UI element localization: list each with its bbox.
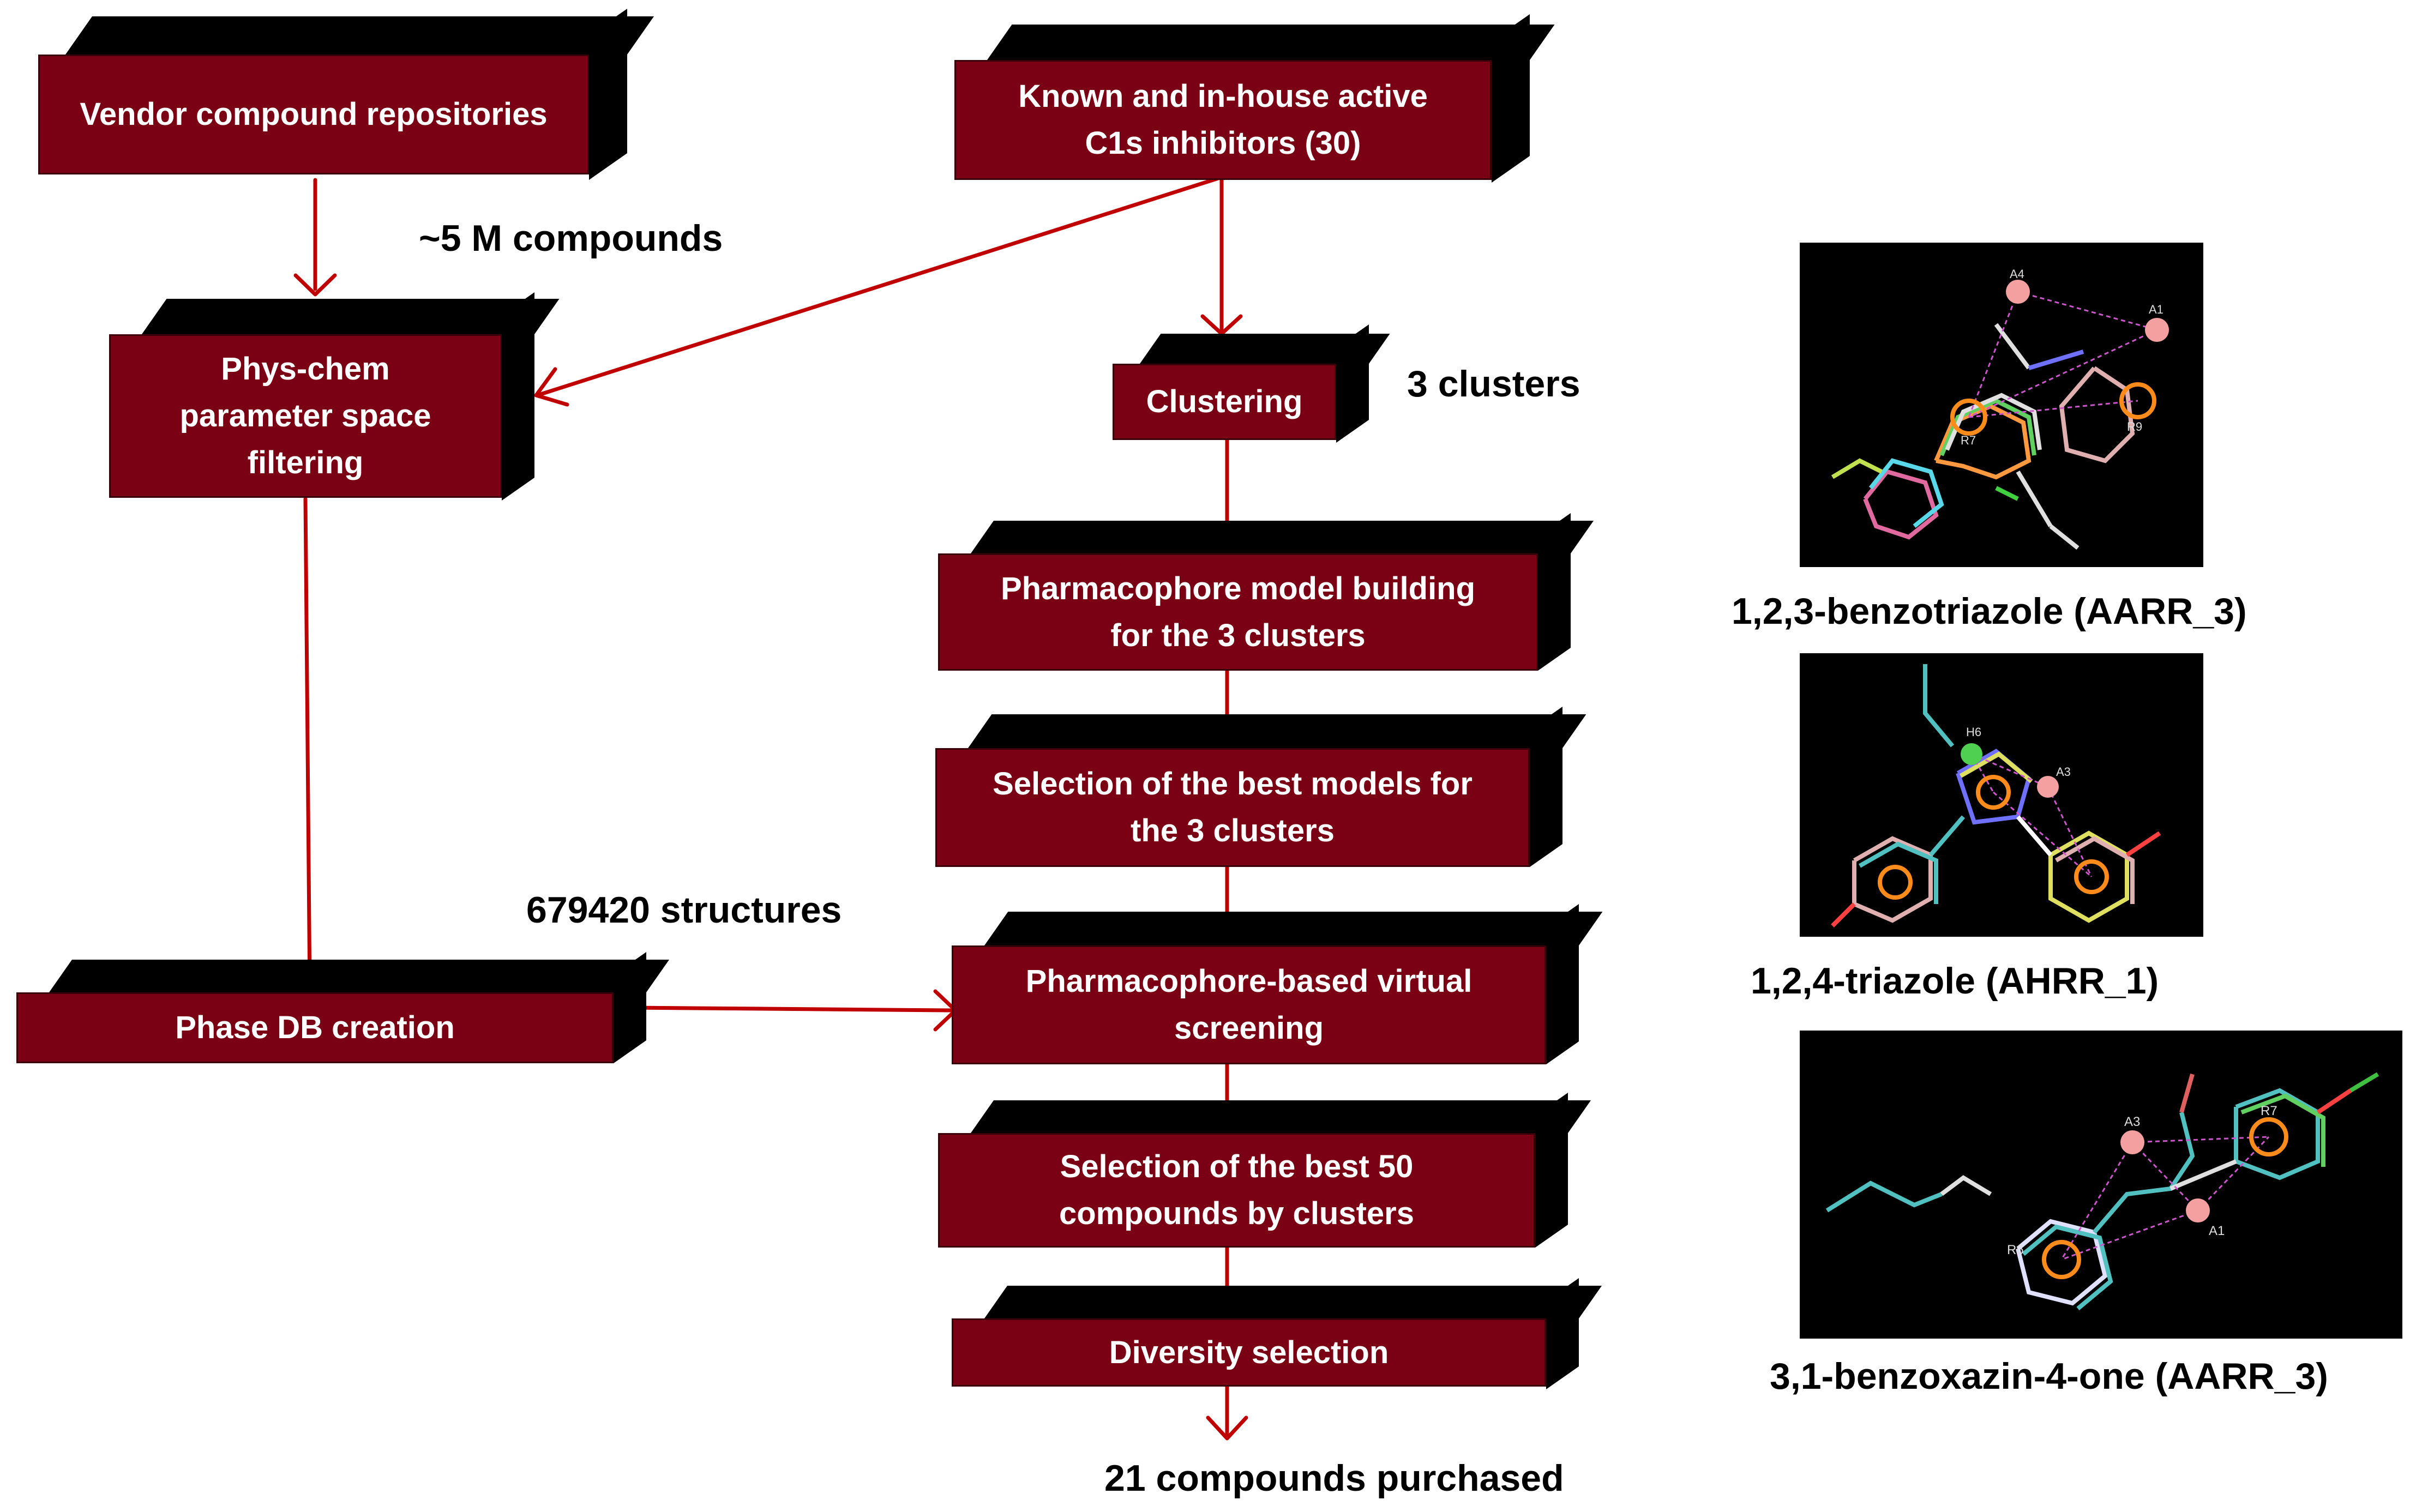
label-5m-compounds: ~5 M compounds — [419, 218, 723, 259]
physchem-label: Phys-chem parameter space filtering — [179, 351, 431, 480]
svg-text:R6: R6 — [2007, 1243, 2024, 1257]
svg-text:R9: R9 — [2127, 420, 2142, 433]
diversity-label: Diversity selection — [1109, 1334, 1389, 1370]
molecule-panel-benzotriazole: A4 A1 R7 R9 — [1800, 243, 2203, 567]
box-virtual-screening: Pharmacophore-based virtual screening — [952, 903, 1603, 1064]
box-phase-db: Phase DB creation — [16, 951, 670, 1063]
box-physchem-filtering: Phys-chem parameter space filtering — [109, 292, 560, 501]
clustering-label: Clustering — [1146, 384, 1303, 419]
phase-db-label: Phase DB creation — [175, 1010, 455, 1045]
svg-text:R7: R7 — [2261, 1104, 2277, 1118]
label-21-purchased: 21 compounds purchased — [1104, 1457, 1564, 1499]
molecule-image: A3 R7 R6 A1 — [1825, 1072, 2379, 1311]
selection-models-label: Selection of the best models for the 3 c… — [993, 766, 1473, 848]
box-clustering: Clustering — [1113, 324, 1390, 443]
arrow-phase-to-screening — [628, 1005, 954, 1013]
arrow-physchem-to-phase — [303, 497, 312, 992]
molecule-panel-benzoxazinone: A3 R7 R6 A1 — [1800, 1031, 2402, 1339]
svg-text:A3: A3 — [2056, 765, 2071, 779]
caption-benzoxazinone: 3,1-benzoxazin-4-one (AARR_3) — [1770, 1356, 2328, 1397]
svg-text:A4: A4 — [2010, 267, 2024, 281]
box-known-inhibitors: Known and in-house active C1s inhibitors… — [954, 14, 1555, 183]
svg-text:R7: R7 — [1961, 433, 1976, 447]
caption-benzotriazole: 1,2,3-benzotriazole (AARR_3) — [1732, 591, 2247, 632]
screening-label: Pharmacophore-based virtual screening — [1025, 963, 1473, 1046]
label-3-clusters: 3 clusters — [1407, 363, 1580, 405]
svg-text:A1: A1 — [2209, 1224, 2225, 1238]
label-679420-structures: 679420 structures — [526, 889, 842, 931]
vendor-label: Vendor compound repositories — [80, 97, 548, 132]
box-selection-50: Selection of the best 50 compounds by cl… — [938, 1092, 1591, 1248]
selection-50-label: Selection of the best 50 compounds by cl… — [1059, 1149, 1415, 1231]
known-inhibitors-label: Known and in-house active C1s inhibitors… — [1018, 79, 1428, 161]
svg-text:A3: A3 — [2124, 1115, 2140, 1129]
caption-triazole: 1,2,4-triazole (AHRR_1) — [1751, 960, 2159, 1002]
box-selection-models: Selection of the best models for the 3 c… — [935, 706, 1586, 867]
svg-text:H6: H6 — [1966, 725, 1981, 739]
molecule-image: A4 A1 R7 R9 — [1831, 267, 2169, 550]
pharm-model-label: Pharmacophore model building for the 3 c… — [1000, 570, 1476, 653]
box-vendor: Vendor compound repositories — [38, 8, 654, 180]
molecule-image: H6 A3 — [1831, 664, 2161, 927]
molecule-panel-triazole: H6 A3 — [1800, 653, 2203, 937]
box-pharmacophore-model: Pharmacophore model building for the 3 c… — [938, 513, 1594, 671]
box-diversity: Diversity selection — [952, 1278, 1602, 1389]
svg-text:A1: A1 — [2149, 303, 2163, 316]
